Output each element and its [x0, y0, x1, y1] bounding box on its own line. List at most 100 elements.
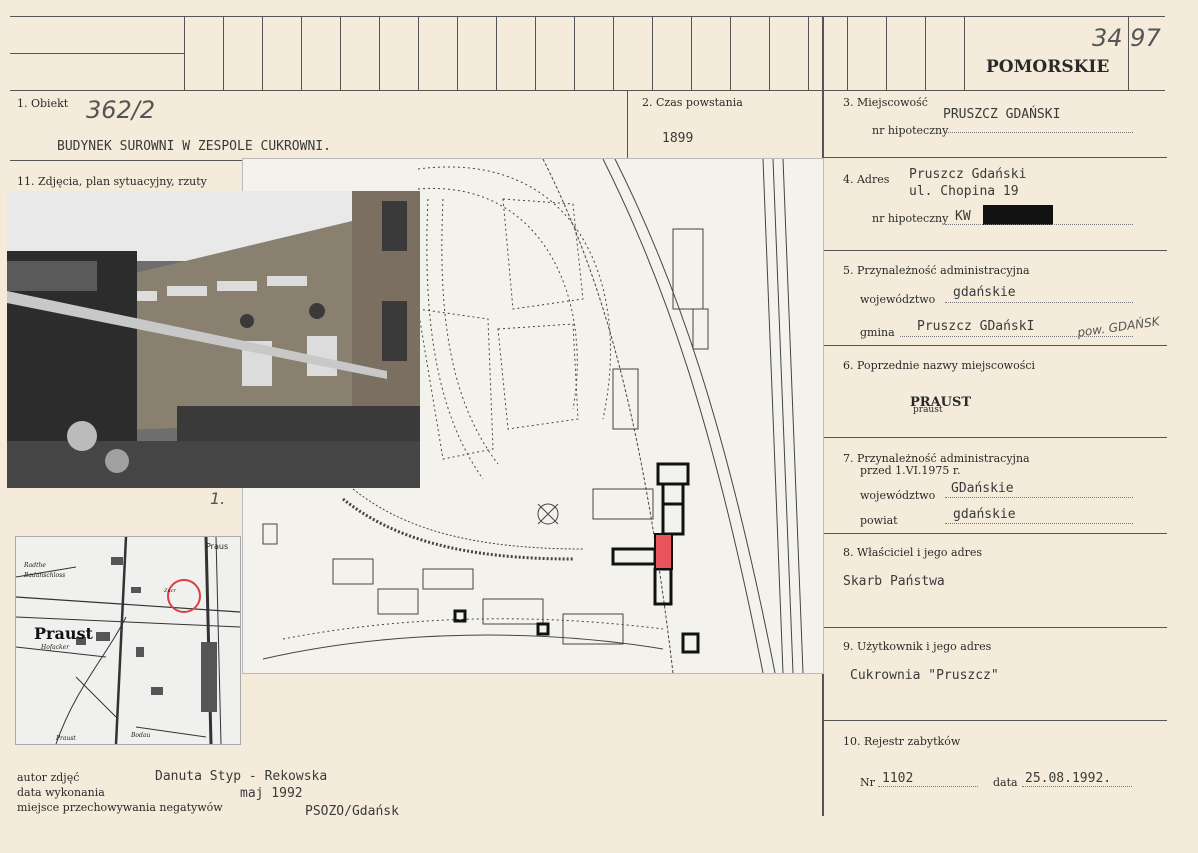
object-name: BUDYNEK SUROWNI W ZESPOLE CUKROWNI.: [57, 139, 331, 154]
highlighted-building: [654, 533, 673, 570]
rule-9: [824, 720, 1167, 721]
grid-column-line: [184, 16, 185, 90]
previous-name: PRAUST: [910, 395, 972, 410]
rule-5: [824, 345, 1167, 346]
map-label-b: Badanschloss: [23, 572, 65, 579]
register-date: 25.08.1992.: [1025, 771, 1112, 786]
voiv-dots-5: [945, 302, 1133, 303]
powiat-label: powiat: [860, 514, 898, 527]
header-bottom-rule: [10, 90, 1165, 91]
field-8-label: 8. Właściciel i jego adres: [843, 546, 983, 559]
voivodeship-value-7: GDańskie: [951, 481, 1014, 496]
archive-number: 34 97: [1092, 24, 1161, 52]
photo-number: 1.: [210, 489, 226, 508]
grid-column-line: [496, 16, 497, 90]
field-1-label: 1. Obiekt: [17, 97, 69, 110]
rule-6: [824, 437, 1167, 438]
grid-column-line: [418, 16, 419, 90]
kw-label: KW: [955, 209, 971, 224]
redacted-kw: [983, 205, 1053, 225]
gmina-dots: [900, 336, 1133, 337]
negative-place-label: miejsce przechowywania negatywów: [17, 801, 223, 814]
register-nr-label: Nr: [860, 776, 875, 789]
address-line-2: ul. Chopina 19: [909, 184, 1019, 199]
location-map-drawing: Praust Praus Radthe Badanschloss Hofacke…: [16, 537, 240, 744]
map-label-f: Bodau: [130, 732, 150, 739]
user-value: Cukrownia "Pruszcz": [850, 668, 999, 683]
map-label-e: Praust: [55, 735, 76, 742]
field-4-label: 4. Adres: [843, 173, 890, 186]
location-map: Praust Praus Radthe Badanschloss Hofacke…: [15, 536, 241, 745]
voivodeship-label-5: województwo: [860, 293, 936, 306]
map-label-a: Radthe: [23, 562, 46, 569]
voivodeship-value-5: gdańskie: [953, 285, 1016, 300]
construction-year: 1899: [662, 131, 694, 146]
map-label-d: Zucr: [163, 588, 176, 594]
grid-column-line: [379, 16, 380, 90]
building-photo: [7, 191, 420, 488]
owner-value: Skarb Państwa: [843, 574, 945, 589]
grid-column-line: [886, 16, 887, 90]
address-line-1: Pruszcz Gdański: [909, 167, 1027, 182]
grid-column-line: [340, 16, 341, 90]
rule-4: [824, 250, 1167, 251]
rule-8: [824, 627, 1167, 628]
register-date-dots: [1022, 786, 1132, 787]
voivodeship-label-7: województwo: [860, 489, 936, 502]
grid-column-line: [847, 16, 848, 90]
grid-column-line: [730, 16, 731, 90]
grid-column-line: [262, 16, 263, 90]
field-9-label: 9. Użytkownik i jego adres: [843, 640, 992, 653]
previous-name-small: praust: [913, 405, 943, 415]
gmina-label: gmina: [860, 326, 895, 339]
grid-column-line: [925, 16, 926, 90]
photo-author: Danuta Styp - Rekowska: [155, 769, 328, 784]
photo-date: maj 1992: [240, 786, 303, 801]
grid-column-line: [535, 16, 536, 90]
grid-column-line: [964, 16, 965, 90]
map-town: Praust: [34, 624, 93, 643]
field-10-label: 10. Rejestr zabytków: [843, 735, 961, 748]
powiat-value: gdańskie: [953, 507, 1016, 522]
gmina-value: Pruszcz GDańskI: [917, 319, 1035, 334]
rule-7: [824, 533, 1167, 534]
grid-column-line: [223, 16, 224, 90]
site-plan-drawing: [262, 159, 804, 673]
grid-column-line: [457, 16, 458, 90]
rule-3: [824, 157, 1167, 158]
photo-author-label: autor zdjęć: [17, 771, 80, 784]
field-11-label: 11. Zdjęcia, plan sytuacyjny, rzuty: [17, 175, 207, 188]
photo-drawing: [7, 191, 420, 488]
register-nr: 1102: [882, 771, 914, 786]
col-divider-1: [627, 90, 628, 158]
powiat-dots: [945, 523, 1133, 524]
mortgage-dots-4: [945, 224, 1133, 225]
field-6-label: 6. Poprzednie nazwy miejscowości: [843, 359, 1036, 372]
grid-column-line: [769, 16, 770, 90]
field-5-label: 5. Przynależność administracyjna: [843, 264, 1030, 277]
map-label-top-right: Praus: [206, 542, 228, 551]
grid-column-line: [1128, 16, 1129, 90]
region-label: POMORSKIE: [986, 57, 1110, 77]
rule-after-obiekt: [10, 160, 242, 161]
grid-column-line: [613, 16, 614, 90]
grid-column-line: [574, 16, 575, 90]
mortgage-label-3: nr hipoteczny: [872, 124, 949, 137]
field-7-label-1: 7. Przynależność administracyjna: [843, 452, 1030, 465]
grid-column-line: [691, 16, 692, 90]
register-date-label: data: [993, 776, 1018, 789]
grid-column-line: [808, 16, 809, 90]
photo-date-label: data wykonania: [17, 786, 105, 799]
voiv-dots-7: [945, 497, 1133, 498]
locality-value: PRUSZCZ GDAŃSKI: [943, 107, 1061, 122]
mortgage-dots-3: [945, 132, 1133, 133]
grid-column-line: [652, 16, 653, 90]
top-rule-2: [10, 53, 184, 54]
object-number: 362/2: [86, 96, 156, 124]
grid-column-line: [301, 16, 302, 90]
negative-place: PSOZO/Gdańsk: [305, 804, 399, 819]
register-nr-dots: [878, 786, 978, 787]
field-7-label-2: przed 1.VI.1975 r.: [860, 464, 961, 477]
top-rule: [10, 16, 1165, 17]
